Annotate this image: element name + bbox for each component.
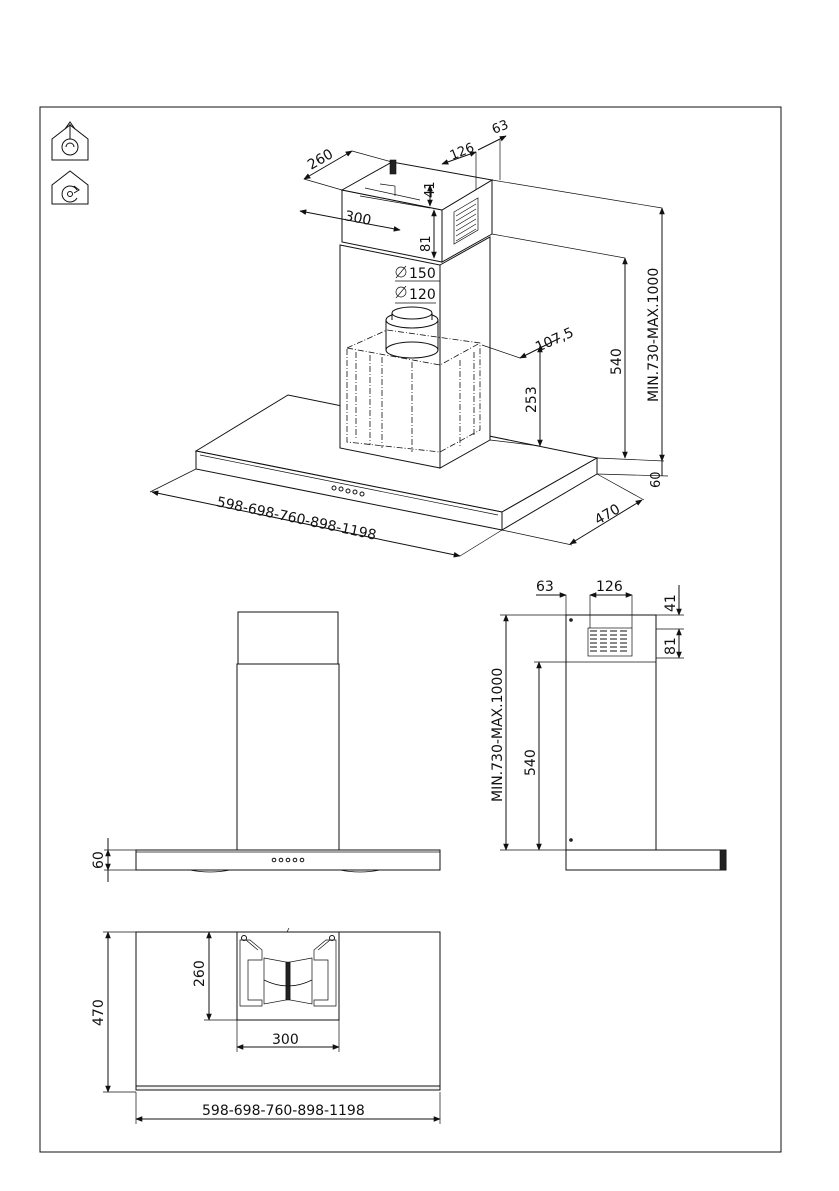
iso-dim-120: 120 <box>409 287 436 303</box>
iso-dim-470: 470 <box>592 501 623 528</box>
duct-collar <box>385 306 439 359</box>
side-dim-41: 41 <box>663 594 679 612</box>
iso-dim-41: 41 <box>423 181 438 198</box>
top-dim-width: 598-698-760-898-1198 <box>202 1103 365 1119</box>
top-view: 260 470 300 598-698-760-898-1198 <box>91 927 441 1124</box>
side-dim-63: 63 <box>536 579 554 595</box>
isometric-view: 260 300 126 63 41 81 150 120 107,5 <box>149 118 669 558</box>
side-dim-126: 126 <box>596 579 623 595</box>
iso-dim-width: 598-698-760-898-1198 <box>215 494 378 543</box>
iso-dim-253: 253 <box>524 386 540 413</box>
side-dim-540: 540 <box>523 749 539 776</box>
recirculation-mode-icon <box>51 170 89 205</box>
side-view: 63 126 41 81 MIN.730-MAX.1000 540 <box>490 579 727 871</box>
iso-dim-81: 81 <box>419 235 434 252</box>
iso-dim-60: 60 <box>649 471 664 488</box>
side-dim-81: 81 <box>663 637 679 655</box>
iso-dim-min-max: MIN.730-MAX.1000 <box>646 268 662 402</box>
iso-dim-150: 150 <box>409 266 436 282</box>
top-dim-470: 470 <box>91 999 107 1026</box>
front-control-buttons <box>271 857 305 863</box>
front-view: 60 <box>91 611 441 882</box>
side-dim-min-max: MIN.730-MAX.1000 <box>490 668 506 802</box>
top-dim-260: 260 <box>192 960 208 987</box>
chimney-vent-grille <box>453 197 479 245</box>
top-motor-mount <box>239 935 337 1007</box>
top-dim-300: 300 <box>272 1032 299 1048</box>
drawing-frame <box>39 106 782 1153</box>
iso-dim-540: 540 <box>609 348 625 375</box>
ducted-mode-icon <box>51 121 89 161</box>
front-dim-60: 60 <box>91 851 107 869</box>
iso-dim-126: 126 <box>448 141 477 164</box>
side-vent-grille <box>587 627 633 657</box>
iso-dim-63: 63 <box>490 118 511 138</box>
iso-dim-300: 300 <box>343 208 372 229</box>
